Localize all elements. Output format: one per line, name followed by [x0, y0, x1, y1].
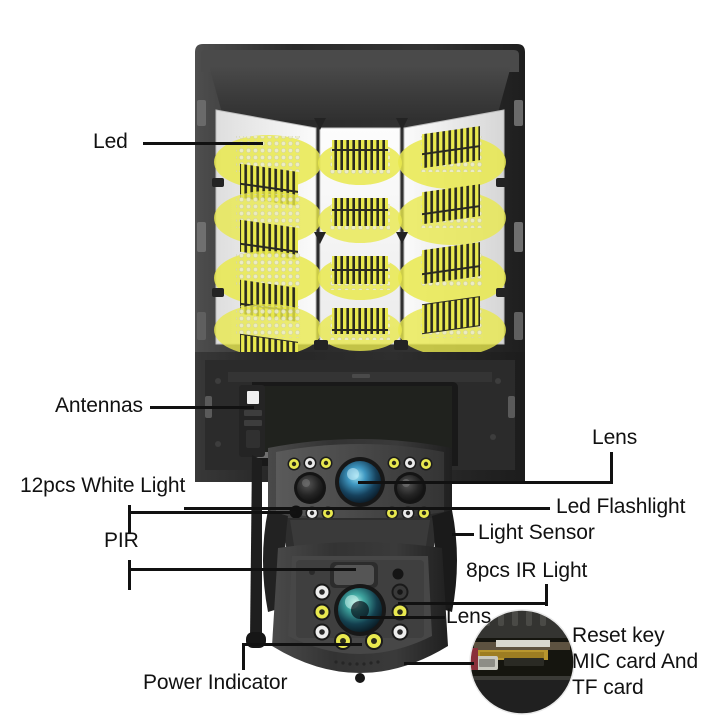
- ptz-led-column-right: [391, 583, 409, 641]
- leader-power-indicator-h: [242, 643, 362, 646]
- leader-ir-light-v: [545, 584, 548, 606]
- label-12pcs-white-light: 12pcs White Light: [20, 474, 186, 497]
- upper-side-lens-left: [294, 472, 326, 504]
- label-pir: PIR: [104, 529, 139, 552]
- leader-antennas: [150, 406, 254, 409]
- speaker-grille: [334, 660, 380, 666]
- light-sensor-dot: [392, 568, 404, 580]
- label-lens-top: Lens: [592, 426, 638, 449]
- upper-led-cluster-top-right: [387, 456, 433, 471]
- label-power-indicator: Power Indicator: [143, 671, 288, 694]
- led-panel-array: [212, 109, 508, 372]
- leader-power-indicator-v: [242, 643, 245, 670]
- ptz-led-column-left: [313, 583, 331, 641]
- led-facet-right: [398, 109, 506, 356]
- leader-led: [143, 142, 263, 145]
- label-8pcs-ir-light: 8pcs IR Light: [466, 559, 588, 582]
- leader-led-flashlight: [184, 507, 550, 510]
- label-antennas: Antennas: [55, 394, 143, 417]
- pir-sensor-window: [330, 562, 378, 588]
- leader-white-light-v: [128, 505, 131, 533]
- led-facet-left: [214, 109, 322, 372]
- label-light-sensor: Light Sensor: [478, 521, 595, 544]
- label-led-flashlight: Led Flashlight: [556, 495, 686, 518]
- antenna-connector: [239, 385, 265, 457]
- leader-ir-light-h: [398, 602, 548, 605]
- power-indicator-led: [355, 673, 365, 683]
- leader-reset-card: [404, 662, 474, 665]
- leader-lens-top-h: [358, 481, 613, 484]
- upper-side-lens-right: [394, 472, 426, 504]
- label-lens-bottom: Lens: [446, 605, 492, 628]
- leader-pir-h: [128, 568, 356, 571]
- leader-white-light-h: [128, 511, 296, 514]
- upper-led-cluster-top-left: [287, 456, 333, 471]
- label-reset-key: Reset key: [572, 624, 665, 647]
- ptz-main-lens: [334, 584, 386, 636]
- label-mic-card: MIC card And: [572, 650, 699, 673]
- led-facet-center: [318, 127, 402, 351]
- leader-pir-v: [128, 560, 131, 590]
- leader-lens-top-v: [610, 452, 613, 484]
- label-led: Led: [93, 130, 128, 153]
- label-tf-card: TF card: [572, 676, 644, 699]
- leader-lens-bottom: [360, 616, 445, 619]
- label-reset-card-block: Reset key MIC card And TF card: [572, 623, 712, 701]
- leader-light-sensor: [452, 533, 474, 536]
